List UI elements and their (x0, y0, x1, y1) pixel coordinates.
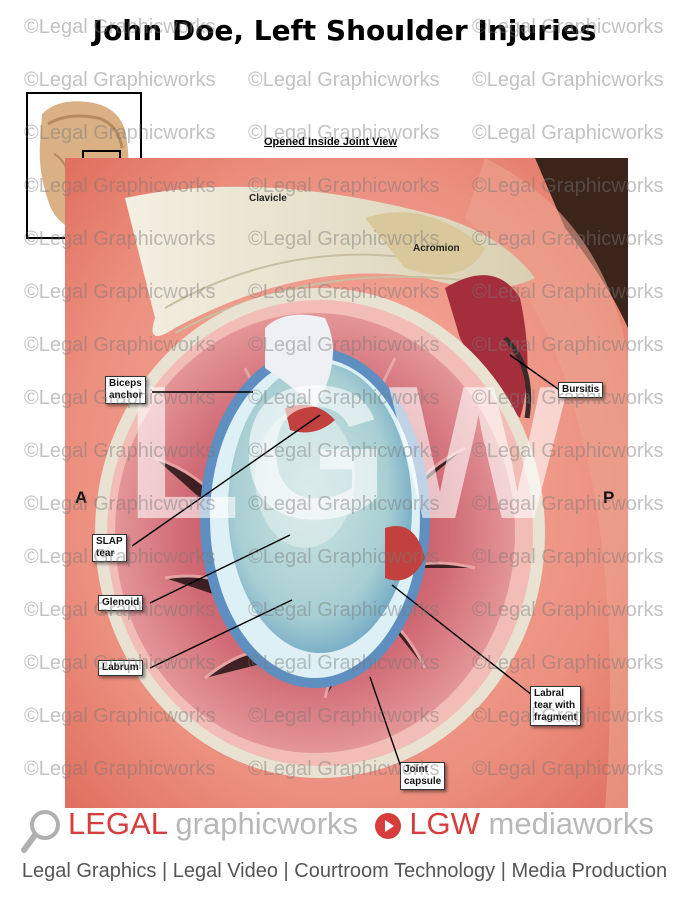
watermark-text: ©Legal Graphicworks (472, 122, 664, 144)
magnifier-icon (21, 810, 60, 853)
posterior-marker: P (603, 488, 615, 507)
footer-tagline: Legal Graphics | Legal Video | Courtroom… (21, 860, 668, 882)
glenoid-label: Glenoid (98, 595, 144, 611)
anterior-marker: A (75, 488, 88, 507)
brand-mediaworks: mediaworks (479, 806, 654, 841)
watermark-text: ©Legal Graphicworks (24, 69, 216, 91)
brand-legal: LEGAL (68, 806, 167, 841)
acromion-label: Acromion (413, 243, 460, 254)
lgw-watermark-logo: LGW (125, 347, 569, 559)
watermark-text: ©Legal Graphicworks (472, 69, 664, 91)
bursitis-label: Bursitis (558, 382, 604, 398)
brand-graphicworks: graphicworks (166, 806, 359, 841)
labrum-label: Labrum (98, 660, 143, 676)
clavicle-label: Clavicle (249, 193, 287, 204)
brand-lgw: LGW (409, 806, 480, 841)
footer-brand: LEGAL graphicworks LGW mediaworks (68, 806, 654, 842)
view-subtitle: Opened Inside Joint View (264, 136, 398, 148)
page-title: John Doe, Left Shoulder Injuries (92, 14, 597, 47)
play-icon (374, 812, 401, 839)
watermark-text: ©Legal Graphicworks (248, 69, 440, 91)
